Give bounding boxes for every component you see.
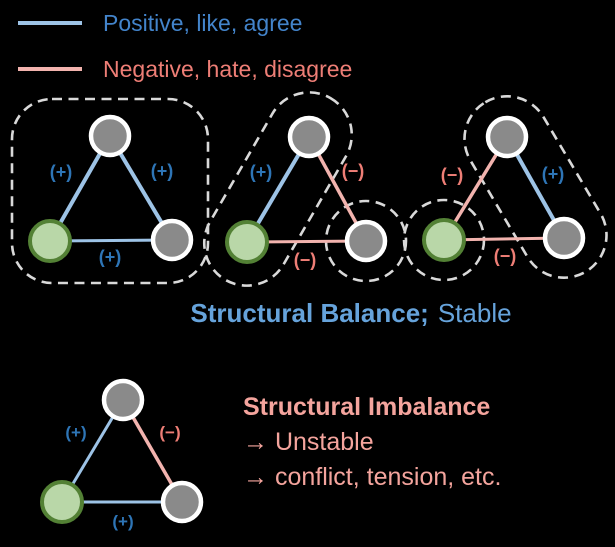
node-gray-bottom-right: [344, 219, 388, 263]
legend: Positive, like, agree Negative, hate, di…: [18, 10, 352, 82]
legend-negative-label: Negative, hate, disagree: [103, 56, 352, 82]
edge-label-left: (+): [65, 423, 86, 442]
cluster-outline-all-three: [10, 97, 210, 285]
imbalance-point-conflict: → conflict, tension, etc.: [243, 463, 501, 491]
node-green-bottom-left: [28, 219, 72, 263]
node-gray-bottom-right: [160, 480, 204, 524]
edge-label-right: (+): [151, 161, 174, 181]
edge-label-right: (−): [342, 161, 365, 181]
edge-label-bottom: (+): [99, 247, 122, 267]
edge-label-bottom: (+): [112, 512, 133, 531]
cluster-outline-top-and-green: [202, 91, 354, 287]
node-gray-bottom-right: [542, 216, 586, 260]
node-green-bottom-left: [40, 480, 84, 524]
balance-caption-bold: Structural Balance;: [190, 298, 428, 328]
edge-label-left: (−): [441, 165, 464, 185]
imbalance-point-unstable: → Unstable: [243, 428, 374, 456]
edge-label-right: (−): [159, 423, 180, 442]
node-green-bottom-left: [225, 220, 269, 264]
node-gray-top: [101, 378, 145, 422]
node-gray-top: [485, 115, 529, 159]
triangle-balanced-positive-left: (+) (−) (−): [202, 91, 408, 287]
edge-label-bottom: (−): [294, 250, 317, 270]
node-gray-top: [88, 114, 132, 158]
node-gray-bottom-right: [150, 218, 194, 262]
imbalance-title: Structural Imbalance: [243, 393, 490, 421]
edge-label-bottom: (−): [494, 246, 517, 266]
balance-caption: Structural Balance; Stable: [190, 298, 511, 328]
triangle-balanced-all-positive: (+) (+) (+): [10, 97, 210, 285]
edge-label-left: (+): [250, 162, 273, 182]
edge-label-right: (+): [542, 164, 565, 184]
legend-positive-label: Positive, like, agree: [103, 10, 302, 36]
cluster-outline-top-and-right: [463, 94, 608, 280]
edge-label-left: (+): [50, 162, 73, 182]
node-green-bottom-left: [422, 218, 466, 262]
balance-caption-regular: Stable: [438, 298, 512, 328]
imbalance-caption: Structural Imbalance → Unstable → confli…: [243, 393, 501, 491]
triangle-imbalanced: (+) (−) (+): [40, 378, 204, 531]
triangle-balanced-positive-right: (−) (+) (−): [402, 94, 608, 282]
node-gray-top: [287, 115, 331, 159]
